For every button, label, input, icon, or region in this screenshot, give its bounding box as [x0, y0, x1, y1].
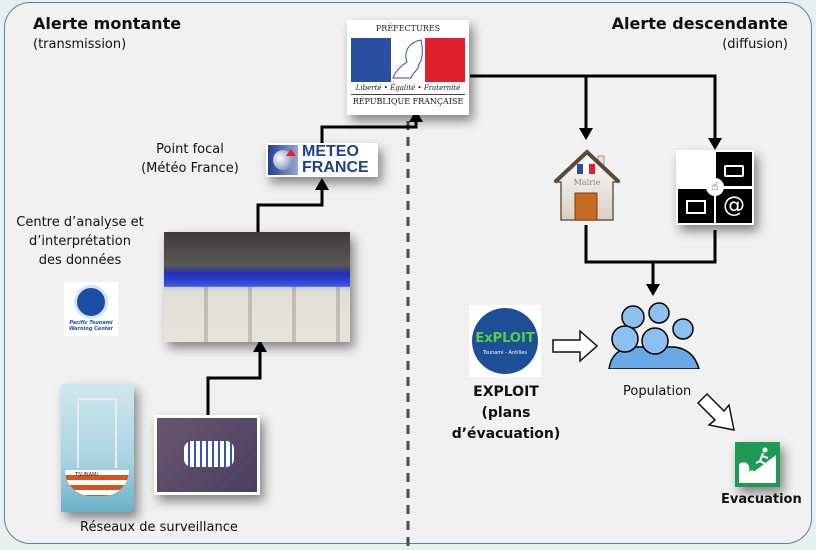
control-room-photo: [164, 232, 350, 342]
radio-icon: [716, 152, 752, 186]
meteo-globe-icon: [268, 145, 298, 175]
arrow-to-population: [584, 225, 717, 264]
seismograph-photo: [154, 415, 260, 495]
exploit-label-line1: EXPLOIT: [473, 384, 539, 400]
meteo-logo-text-1: METEO: [302, 143, 359, 160]
prefectures-republic: RÉPUBLIQUE FRANÇAISE: [352, 97, 464, 106]
ptwc-logo: Pacific Tsunami Warning Center: [64, 282, 118, 336]
at-icon: @: [716, 189, 752, 223]
mairie-icon: Mairie: [553, 148, 621, 223]
flag-red: [425, 38, 465, 82]
marianne-icon: [391, 38, 425, 82]
population-icon: [603, 297, 703, 370]
exploit-logo-text: ExPLOIT: [475, 331, 535, 346]
ptwc-text-2: Warning Center: [68, 326, 114, 332]
evacuation-sign-icon: [735, 442, 780, 487]
meteo-france-label: Point focal (Météo France): [120, 140, 260, 178]
nws-emblem-icon: [74, 285, 108, 319]
meteo-france-logo: METEO FRANCE: [266, 143, 378, 177]
hand-pointer-icon: ☝: [706, 178, 724, 196]
center-label-line1: Centre d’analyse et: [16, 215, 144, 230]
right-section-title: Alerte descendante: [611, 14, 788, 33]
center-label-line2: d’interprétation: [29, 234, 131, 249]
exploit-logo: ExPLOIT Tsunami - Antilles: [469, 305, 541, 377]
left-section-title: Alerte montante: [33, 14, 182, 33]
exploit-label-line2: (plans d’évacuation): [451, 405, 561, 442]
arrow-center-to-meteo: [256, 182, 324, 232]
left-section-subtitle: (transmission): [33, 37, 127, 52]
media-icons: @ ☝: [676, 150, 754, 225]
population-label: Population: [623, 384, 692, 399]
prefectures-motto: Liberté • Égalité • Fraternité: [355, 84, 461, 92]
flag-blue: [351, 38, 391, 82]
right-section-subtitle: (diffusion): [722, 37, 788, 52]
evacuation-label: Evacuation: [721, 492, 802, 507]
tv-icon: [678, 189, 714, 223]
buoy-photo: TSUNAMI: [61, 384, 134, 512]
meteo-label-line2: (Météo France): [141, 161, 239, 176]
meteo-logo-text-2: FRANCE: [302, 159, 369, 176]
analysis-center-label: Centre d’analyse et d’interprétation des…: [10, 213, 150, 270]
center-label-line3: des données: [38, 253, 122, 268]
networks-label: Réseaux de surveillance: [80, 520, 238, 535]
meteo-label-line1: Point focal: [156, 142, 224, 157]
arrow-network-to-center: [206, 345, 262, 415]
buoy-text: TSUNAMI: [75, 472, 98, 478]
exploit-logo-sub: Tsunami - Antilles: [483, 350, 527, 356]
arrow-exploit-to-population: [552, 329, 599, 363]
exploit-label: EXPLOIT (plans d’évacuation): [426, 382, 586, 445]
ptwc-text-1: Pacific Tsunami: [69, 320, 113, 326]
arrow-population-to-evacuation: [696, 392, 735, 431]
arrow-prefecture-to-distribution: [470, 74, 588, 130]
mairie-label: Mairie: [573, 178, 601, 187]
prefectures-logo: PRÉFECTURES Liberté • Égalité • Fraterni…: [347, 20, 469, 115]
arrow-meteo-to-prefecture: [320, 115, 418, 143]
prefectures-header: PRÉFECTURES: [375, 24, 441, 33]
